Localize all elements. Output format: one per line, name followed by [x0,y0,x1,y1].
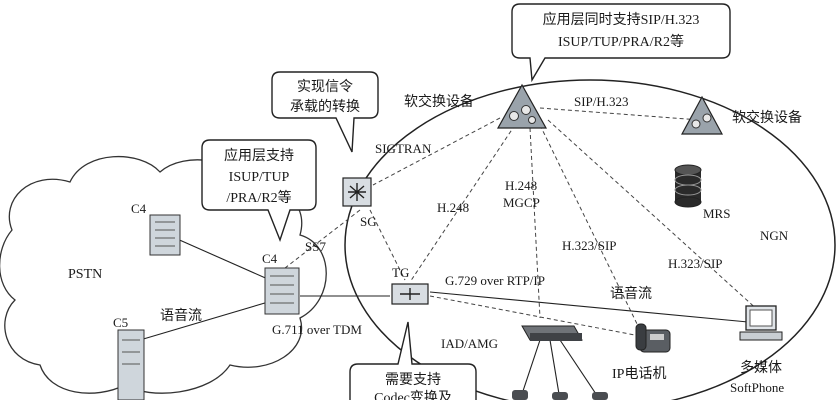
svg-text:承载的转换: 承载的转换 [290,98,360,115]
iad-amg-device-icon [521,325,583,341]
mgcp-label: MGCP [503,195,540,210]
svg-text:/PRA/R2等: /PRA/R2等 [226,189,291,206]
softswitch-right-label: 软交换设备 [732,109,802,126]
softswitch-left-label: 软交换设备 [404,93,474,110]
svg-text:Codec变换及: Codec变换及 [374,389,452,400]
h248-left-label: H.248 [437,200,469,215]
tg-label: TG [392,265,409,280]
callout-codec: 需要支持 Codec变换及 [349,321,477,400]
h323-sip-mid-label: H.323/SIP [562,238,617,253]
svg-text:需要支持: 需要支持 [385,372,441,388]
svg-text:实现信令: 实现信令 [297,79,353,95]
sip-h323-top-label: SIP/H.323 [574,94,629,109]
ss7-label: SS7 [305,239,326,254]
svg-text:ISUP/TUP: ISUP/TUP [229,170,290,185]
voice-right-label: 语音流 [610,285,652,302]
mrs-database-icon [674,164,702,208]
connection-lines [139,107,761,400]
softphone-label: SoftPhone [730,380,784,395]
ngn-ellipse [344,79,836,400]
g711-label: G.711 over TDM [272,322,362,337]
svg-text:应用层同时支持SIP/H.323: 应用层同时支持SIP/H.323 [543,11,700,28]
iad-amg-label: IAD/AMG [441,336,498,351]
ngn-label: NGN [760,228,789,243]
svg-text:应用层支持: 应用层支持 [224,147,294,164]
sigtran-label: SIGTRAN [375,141,432,156]
c5-label: C5 [113,315,128,330]
ip-phone-label: IP电话机 [612,366,666,382]
sg-label: SG [360,214,377,229]
tg-gateway-icon [391,283,429,305]
callout-signaling-conversion: 实现信令 承载的转换 [271,71,379,153]
pstn-label: PSTN [68,267,102,282]
pstn-cloud [0,155,327,394]
voice-left-label: 语音流 [160,307,202,324]
sg-gateway-icon [342,177,372,207]
c4-mid-label: C4 [262,251,278,266]
callout-app-layer: 应用层支持 ISUP/TUP /PRA/R2等 [201,139,317,243]
svg-text:ISUP/TUP/PRA/R2等: ISUP/TUP/PRA/R2等 [558,33,684,50]
softswitch-right-icon [680,95,724,135]
c4-top-switch-icon [149,214,181,256]
h323-sip-right-label: H.323/SIP [668,256,723,271]
h248-label: H.248 [505,178,537,193]
multimedia-label: 多媒体 [740,359,782,376]
mrs-label: MRS [703,206,730,221]
c5-switch-icon [117,329,145,400]
multimedia-pc-icon [739,305,783,341]
g729-label: G.729 over RTP/IP [445,273,545,288]
softswitch-left-icon [496,83,548,129]
ip-phone-icon [635,323,671,353]
callout-app-layer-sync: 应用层同时支持SIP/H.323 ISUP/TUP/PRA/R2等 [511,3,731,83]
bottom-phones-icon [512,390,608,400]
c4-top-label: C4 [131,201,147,216]
c4-mid-switch-icon [264,267,300,315]
